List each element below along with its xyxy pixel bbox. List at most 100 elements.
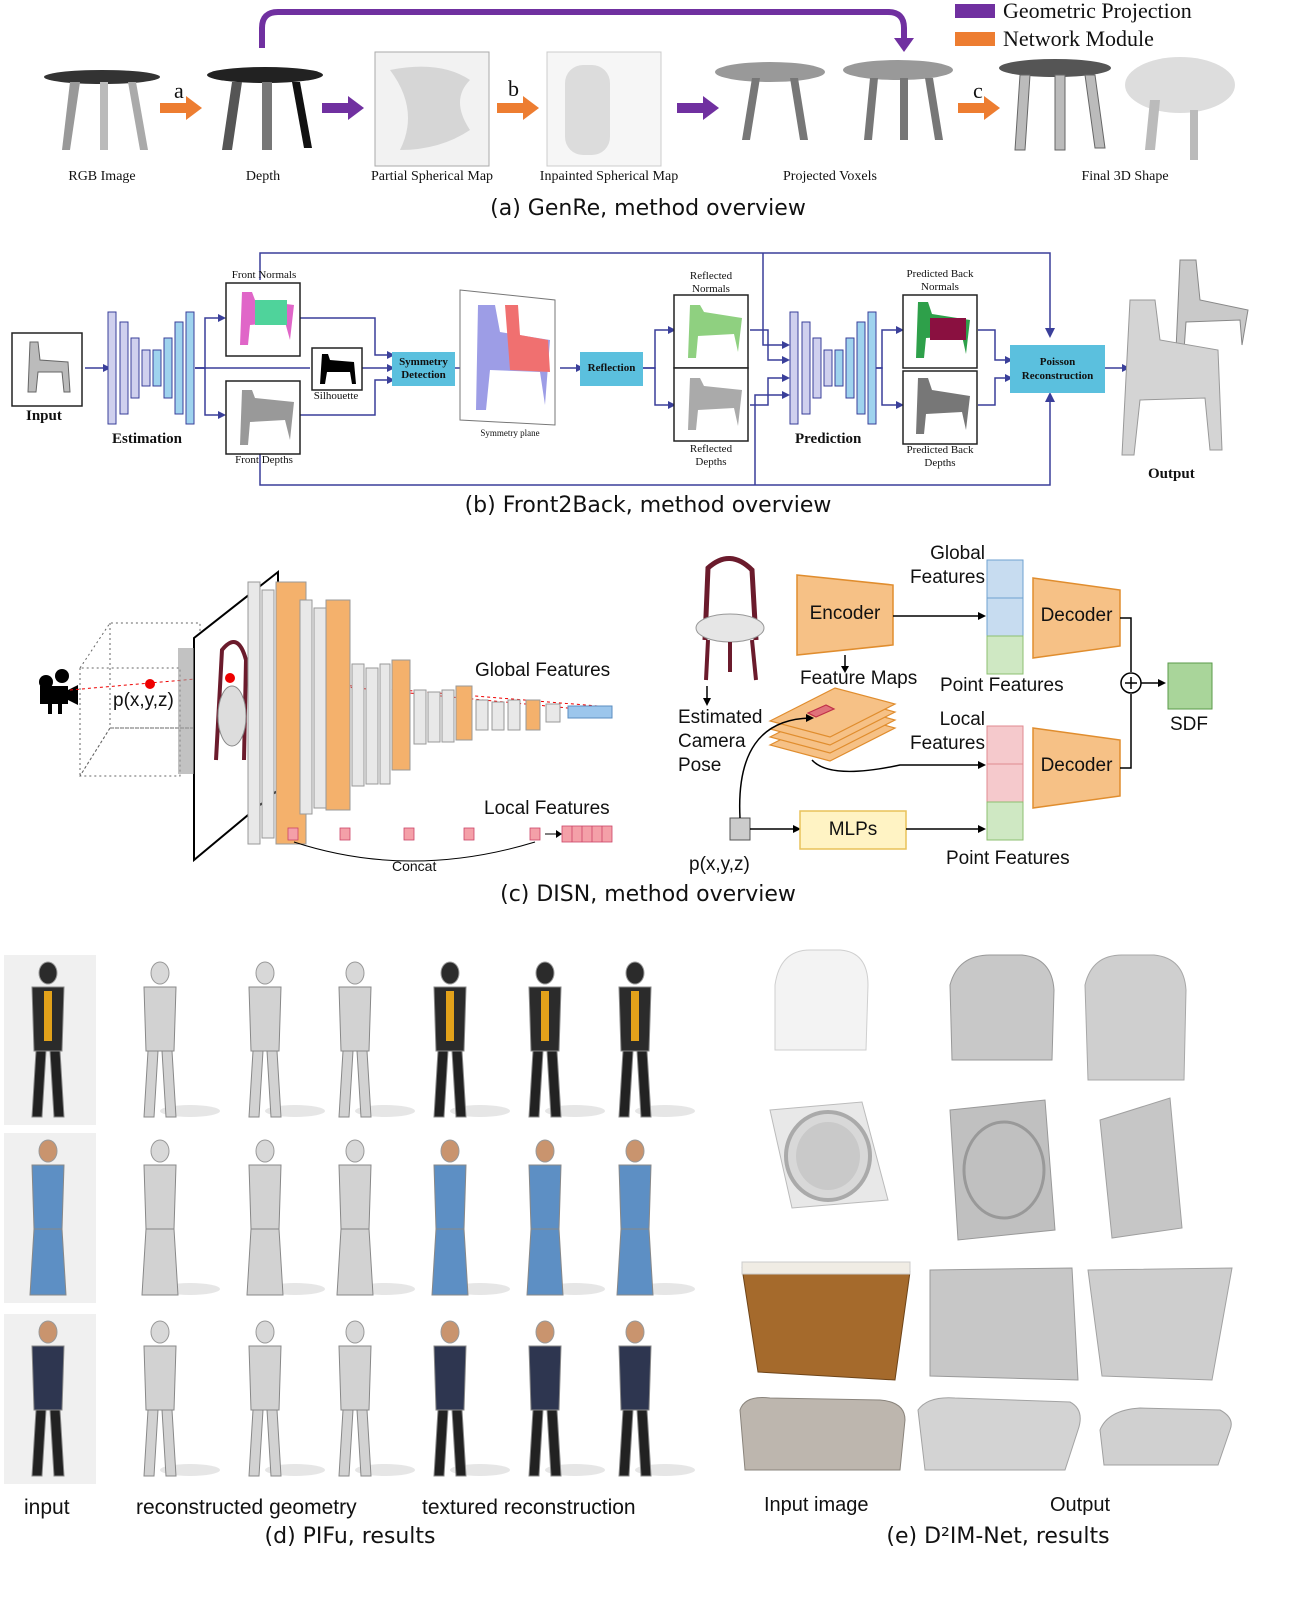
mlps-block: [799, 810, 907, 850]
label-global-features-right: Global Features: [910, 543, 985, 588]
pifu-figure-r2-c6: [618, 1320, 652, 1477]
pifu-figure-r0-c2: [248, 961, 282, 1118]
label-input: Input: [26, 408, 62, 424]
front2back-graphic: [11, 252, 1249, 486]
cnn-layer-15: [491, 701, 505, 731]
symmetry-plane-image: [459, 289, 556, 426]
label-input-pifu: input: [24, 1496, 70, 1519]
chair-input-image: [695, 556, 765, 681]
arrow-letter-a: a: [174, 78, 184, 103]
label-point-features-bottom: Point Features: [946, 848, 1070, 869]
pifu-figure-r2-c2: [248, 1320, 282, 1477]
sdf-output: [1167, 662, 1213, 710]
rgb-image-table: [44, 70, 160, 150]
pifu-figure-r1-c3: [336, 1139, 374, 1296]
projected-voxels: [715, 60, 953, 140]
pifu-figure-r0-c3: [338, 961, 372, 1118]
arrow-projection-1: [322, 96, 364, 120]
cnn-layer-10: [413, 689, 427, 745]
arrow-network-a: [160, 96, 202, 120]
disn-graphic: [39, 556, 1213, 863]
query-point: [145, 679, 155, 689]
label-local-features-left: Local Features: [484, 798, 610, 819]
label-rgb-image: RGB Image: [68, 169, 136, 184]
reflection-module: [580, 352, 643, 386]
label-point-3d: p(x,y,z): [113, 690, 174, 711]
cnn-layer-16: [507, 699, 521, 731]
genre-graphic: [44, 4, 1235, 167]
label-prediction: Prediction: [795, 431, 862, 447]
label-point-input: p(x,y,z): [689, 854, 750, 875]
label-feature-maps: Feature Maps: [800, 668, 918, 689]
arrow-network-b: [497, 96, 539, 120]
label-concat: Concat: [392, 858, 437, 874]
label-reflected-depths: Reflected Depths: [689, 443, 733, 468]
label-estimation: Estimation: [112, 431, 183, 447]
label-output: Output: [1148, 466, 1195, 482]
pifu-figure-r0-c6: [618, 961, 652, 1118]
label-projected-voxels: Projected Voxels: [783, 169, 877, 184]
label-silhouette: Silhouette: [313, 390, 359, 402]
local-feature-column: [986, 725, 1024, 841]
feature-maps-stack: [768, 687, 897, 762]
cnn-layer-14: [475, 699, 489, 731]
pifu-figure-r1-c6: [616, 1139, 654, 1296]
label-predicted-back-normals: Predicted Back Normals: [906, 268, 974, 293]
label-decoder-global: Decoder: [1040, 605, 1113, 626]
label-inpainted-spherical-map: Inpainted Spherical Map: [539, 169, 679, 184]
caption-front2back: (b) Front2Back, method overview: [464, 493, 832, 518]
caption-d2im: (e) D²IM-Net, results: [886, 1524, 1110, 1549]
local-feature-cubes: [287, 825, 613, 843]
legend-swatch-network: [955, 32, 995, 46]
label-symmetry-detection: Symmetry Detection: [399, 356, 448, 381]
label-reflected-normals: Reflected Normals: [689, 270, 733, 295]
partial-spherical-map: [374, 51, 490, 167]
label-symmetry-plane: Symmetry plane: [480, 428, 540, 438]
cnn-layer-6: [351, 663, 365, 787]
pifu-figure-r0-c4: [433, 961, 467, 1118]
encoder-block: [796, 574, 894, 656]
pifu-figure-r1-c0: [29, 1139, 67, 1296]
label-reconstructed-geometry: reconstructed geometry: [136, 1496, 357, 1519]
decoder-local-block: [1032, 727, 1121, 809]
arrow-letter-b: b: [508, 76, 519, 101]
label-local-features-right: Local Features: [910, 709, 985, 754]
pifu-figure-r0-c1: [143, 961, 177, 1118]
armchair-row: [774, 949, 1187, 1081]
label-mlps: MLPs: [828, 819, 878, 840]
label-sdf: SDF: [1170, 714, 1208, 735]
arrow-network-c: [958, 96, 1000, 120]
label-global-features-left: Global Features: [475, 660, 611, 681]
global-feature-column: [986, 559, 1024, 675]
pifu-figure-r2-c4: [433, 1320, 467, 1477]
label-final-3d-shape: Final 3D Shape: [1081, 169, 1169, 184]
speaker-row: [769, 1097, 1183, 1241]
label-textured-reconstruction: textured reconstruction: [422, 1496, 636, 1519]
cnn-layer-18: [545, 703, 561, 723]
label-decoder-local: Decoder: [1040, 755, 1113, 776]
cnn-layer-12: [441, 689, 455, 743]
pifu-figure-r2-c1: [143, 1320, 177, 1477]
label-front-normals: Front Normals: [231, 269, 297, 281]
label-partial-spherical-map: Partial Spherical Map: [370, 169, 494, 184]
label-reflection: Reflection: [587, 362, 636, 374]
cnn-feature-blocks: [247, 581, 561, 845]
sofa-row: [739, 1397, 1232, 1471]
estimation-network: [107, 311, 195, 425]
poisson-reconstruction-module: [1010, 345, 1105, 393]
label-front-depths: Front Depths: [235, 454, 293, 466]
label-depth: Depth: [245, 169, 281, 184]
caption-pifu: (d) PIFu, results: [264, 1524, 436, 1549]
label-output-d2im: Output: [1050, 1494, 1111, 1516]
label-encoder: Encoder: [809, 603, 881, 624]
inpainted-spherical-map: [546, 51, 662, 167]
dresser-row: [741, 1261, 1233, 1381]
input-image: [11, 332, 83, 407]
legend-geometric-projection: Geometric Projection: [1003, 0, 1192, 23]
label-input-image: Input image: [764, 1494, 869, 1516]
final-3d-shape: [999, 57, 1235, 160]
caption-genre: (a) GenRe, method overview: [490, 196, 806, 221]
legend-network-module: Network Module: [1003, 26, 1154, 51]
